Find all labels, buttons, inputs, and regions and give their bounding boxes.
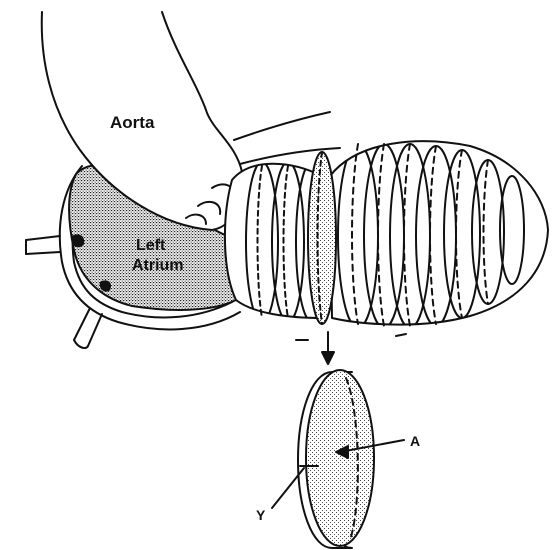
- down-arrow: [322, 332, 334, 364]
- left-atrium-label-line1: Left: [136, 237, 166, 254]
- ventricle-outline-right: [330, 141, 548, 324]
- ventricle-slices-right: [330, 141, 548, 328]
- label-y: Y: [256, 507, 266, 523]
- disk-face: [306, 370, 374, 546]
- pulmonary-vein-upper: [26, 236, 60, 254]
- isolated-slice: [298, 370, 374, 548]
- label-a: A: [410, 433, 420, 449]
- highlighted-slice: [308, 152, 336, 324]
- aorta-label: Aorta: [110, 113, 155, 132]
- pericardium-lines: [296, 334, 406, 340]
- left-atrium-label-line2: Atrium: [132, 257, 184, 274]
